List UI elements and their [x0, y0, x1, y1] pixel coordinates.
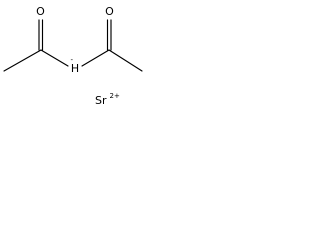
oxygen-left-label: O — [36, 5, 45, 18]
carbanion-negative-charge: - — [71, 56, 74, 64]
bond-center-to-right — [81, 49, 110, 67]
carbanion-hydrogen-label: H — [71, 62, 79, 75]
oxygen-right-label: O — [105, 5, 114, 18]
strontium-label: Sr — [95, 94, 107, 107]
bond-right-methyl — [108, 49, 143, 72]
chemical-structure-diagram: O O H - Sr 2+ — [3, 5, 143, 107]
bond-left-methyl — [3, 49, 42, 72]
bond-left-to-center — [40, 49, 69, 67]
strontium-charge-label: 2+ — [110, 92, 120, 100]
